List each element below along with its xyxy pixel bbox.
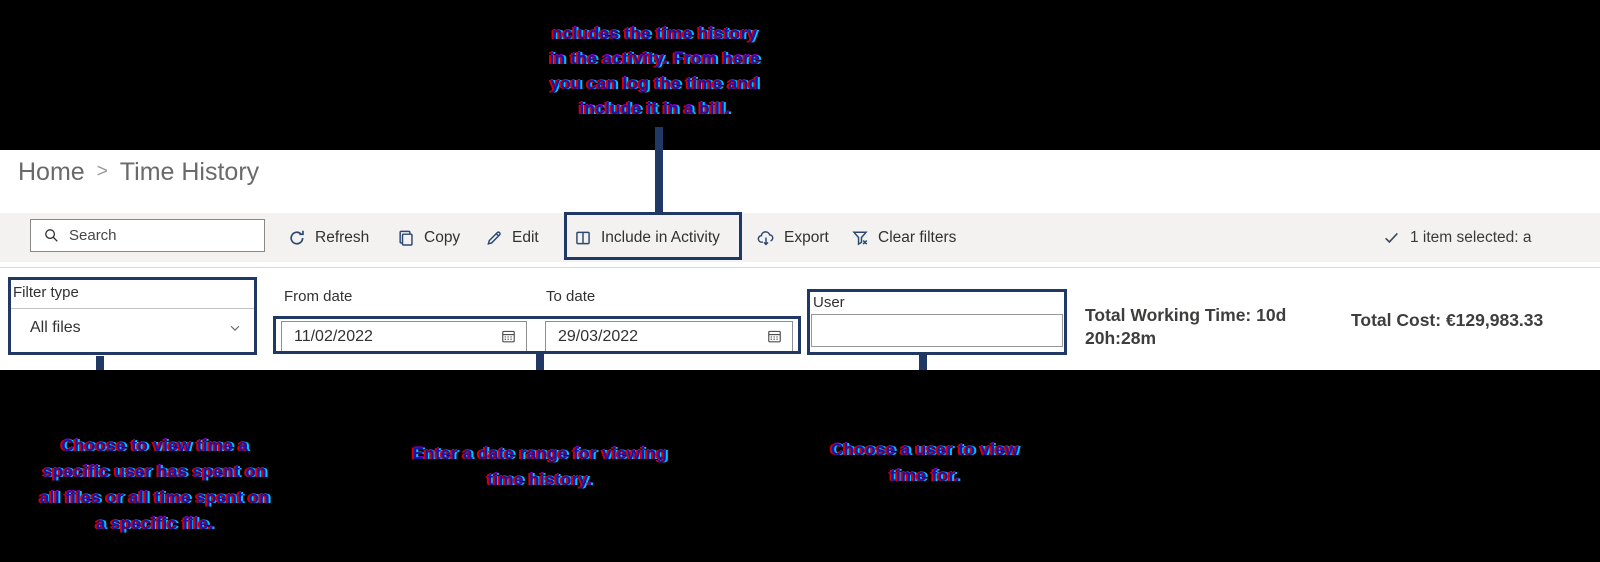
refresh-button[interactable]: Refresh <box>288 213 369 262</box>
annotation-line: specific user has spent on <box>43 462 267 481</box>
breadcrumb-separator-icon: > <box>96 160 108 182</box>
copy-icon <box>397 229 415 247</box>
edit-icon <box>485 229 503 247</box>
annotation-line: time for. <box>890 466 960 485</box>
annotation-line: include it in a bill. <box>579 99 731 118</box>
annotation-line: a specific file. <box>96 514 214 533</box>
command-bar: Search Refresh Copy Edit Include in Acti <box>0 213 1600 262</box>
calendar-icon[interactable] <box>766 328 783 345</box>
check-icon <box>1383 229 1400 246</box>
search-input[interactable]: Search <box>30 219 265 252</box>
refresh-icon <box>288 229 306 247</box>
user-group: User <box>807 289 1067 347</box>
filter-type-value: All files <box>30 318 81 336</box>
filter-type-select[interactable]: All files <box>8 308 257 346</box>
include-in-activity-button[interactable]: Include in Activity <box>574 213 720 262</box>
annotation-line: time history. <box>487 470 593 489</box>
selection-status-text: 1 item selected: a <box>1410 228 1532 246</box>
search-icon <box>44 228 59 243</box>
chevron-down-icon <box>228 321 242 335</box>
from-date-input[interactable]: 11/02/2022 <box>281 321 527 352</box>
highlight-box-filter-type <box>8 277 257 355</box>
bottom-annotation-bar <box>0 370 1600 562</box>
annotation-user: Choose a user to view time for. <box>770 437 1080 489</box>
user-label: User <box>813 294 845 311</box>
edit-button[interactable]: Edit <box>485 213 539 262</box>
clear-filters-label: Clear filters <box>878 228 957 246</box>
export-label: Export <box>784 228 829 246</box>
filter-type-group: Filter type All files <box>8 277 257 346</box>
export-cloud-icon <box>757 229 775 247</box>
to-date-label: To date <box>546 288 596 305</box>
total-working-time: Total Working Time: 10d 20h:28m <box>1085 305 1287 348</box>
annotation-line: in the activity. From here <box>549 49 761 68</box>
annotation-include-activity: ncludes the time history in the activity… <box>455 21 855 121</box>
search-placeholder: Search <box>69 227 117 244</box>
user-input[interactable] <box>811 314 1063 347</box>
refresh-label: Refresh <box>315 228 370 246</box>
from-date-label: From date <box>284 288 353 305</box>
annotation-filter-type: Choose to view time a specific user has … <box>0 433 310 537</box>
edit-label: Edit <box>512 228 539 246</box>
from-date-value: 11/02/2022 <box>294 327 373 345</box>
section-divider <box>0 267 1600 268</box>
copy-button[interactable]: Copy <box>397 213 460 262</box>
clear-filters-button[interactable]: Clear filters <box>851 213 956 262</box>
top-annotation-bar <box>0 0 1600 150</box>
breadcrumb: Home > Time History <box>18 158 259 187</box>
clear-filters-icon <box>851 229 869 247</box>
annotation-line: ncludes the time history <box>552 24 758 43</box>
book-icon <box>574 229 592 247</box>
copy-label: Copy <box>424 228 461 246</box>
highlight-box-user <box>807 289 1067 355</box>
annotation-line: Choose a user to view <box>831 440 1019 459</box>
highlight-box-date-range <box>273 316 801 354</box>
annotation-line: Choose to view time a <box>61 436 249 455</box>
selection-status: 1 item selected: a <box>1383 213 1531 262</box>
calendar-icon[interactable] <box>500 328 517 345</box>
filter-type-label: Filter type <box>13 284 79 301</box>
highlight-box-include-in-activity <box>564 212 742 260</box>
breadcrumb-current: Time History <box>119 158 260 186</box>
to-date-input[interactable]: 29/03/2022 <box>545 321 793 352</box>
annotation-date-range: Enter a date range for viewing time hist… <box>380 441 700 493</box>
include-in-activity-label: Include in Activity <box>601 228 720 246</box>
export-button[interactable]: Export <box>757 213 829 262</box>
breadcrumb-home[interactable]: Home <box>18 158 85 186</box>
annotation-line: all files or all time spent on <box>39 488 271 507</box>
connector-line-top <box>655 127 663 214</box>
total-cost: Total Cost: €129,983.33 <box>1351 310 1544 330</box>
annotation-line: you can log the time and <box>550 74 760 93</box>
annotation-line: Enter a date range for viewing <box>412 444 668 463</box>
to-date-value: 29/03/2022 <box>558 327 639 345</box>
